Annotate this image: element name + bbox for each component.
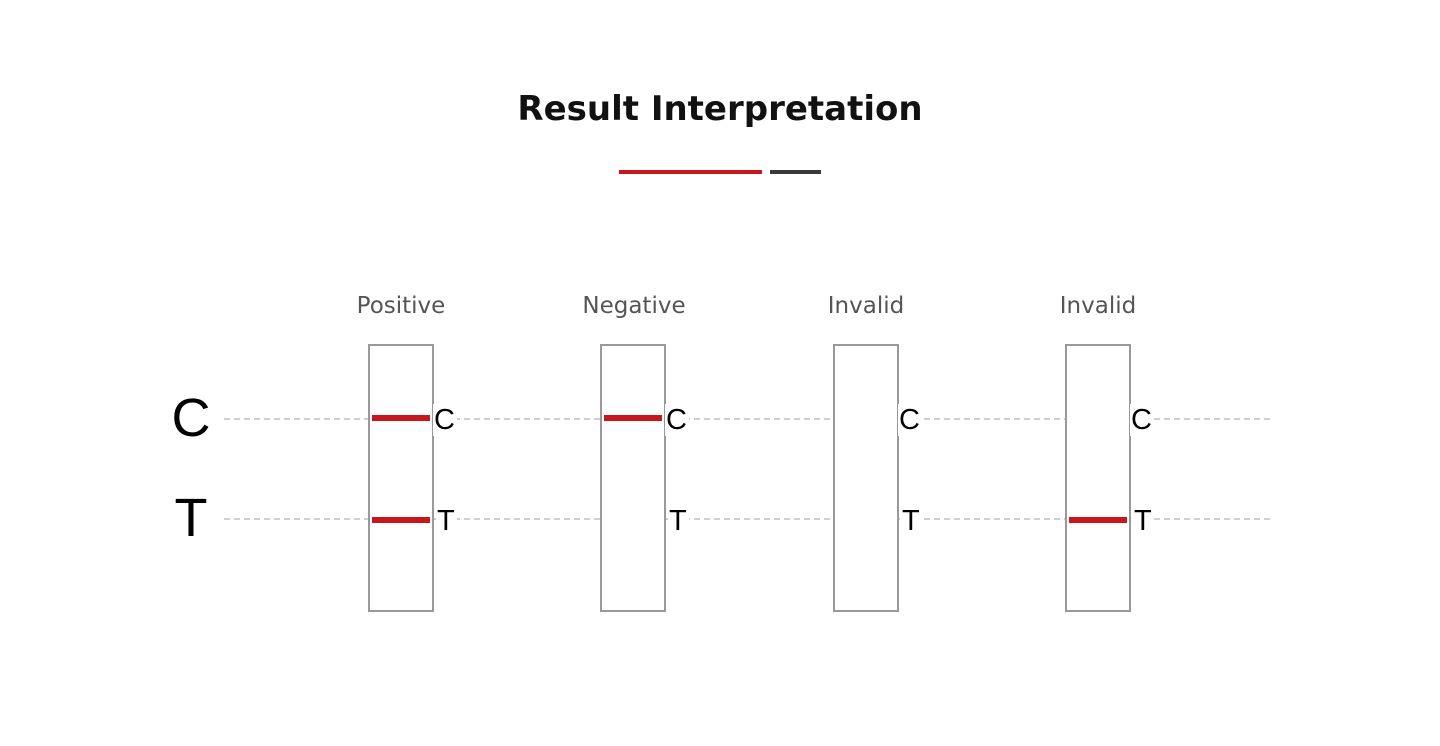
test-band (372, 517, 430, 523)
result-label-negative: Negative (582, 293, 686, 319)
control-line-marker: C (665, 404, 689, 436)
control-line-marker: C (433, 404, 457, 436)
test-line-marker: T (1133, 505, 1154, 537)
title-underline-red (619, 170, 762, 174)
page-title: Result Interpretation (517, 89, 923, 129)
test-line-marker: T (901, 505, 922, 537)
test-guide-line (224, 518, 1270, 520)
test-band (1069, 517, 1127, 523)
test-strip-invalid-1 (833, 344, 899, 612)
control-band (372, 415, 430, 421)
test-strip-invalid-2 (1065, 344, 1131, 612)
result-label-invalid-1: Invalid (827, 293, 905, 319)
result-label-positive: Positive (356, 293, 446, 319)
control-band (604, 415, 662, 421)
test-line-marker: T (668, 505, 689, 537)
row-label-control: C (171, 388, 211, 448)
control-line-marker: C (1130, 404, 1154, 436)
result-label-invalid-2: Invalid (1059, 293, 1137, 319)
test-strip-negative (600, 344, 666, 612)
test-strip-positive (368, 344, 434, 612)
row-label-test: T (174, 488, 208, 548)
control-line-marker: C (898, 404, 922, 436)
title-underline-dark (770, 170, 821, 174)
control-guide-line (224, 418, 1270, 420)
test-line-marker: T (436, 505, 457, 537)
